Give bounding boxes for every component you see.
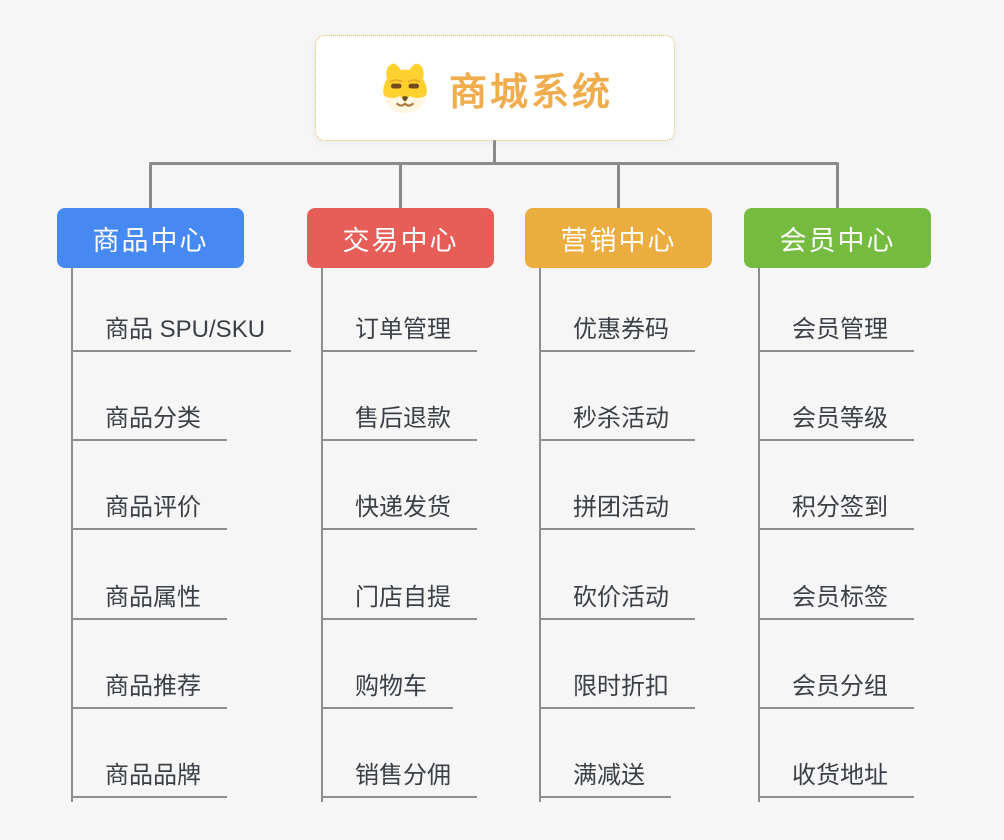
leaf-node-member-4[interactable]: 会员分组 [758,665,914,709]
leaf-node-trade-5[interactable]: 销售分佣 [321,754,477,798]
branch-children-line-product [71,268,73,802]
branch-node-member[interactable]: 会员中心 [744,208,931,268]
leaf-node-member-2[interactable]: 积分签到 [758,486,914,530]
leaf-node-member-5[interactable]: 收货地址 [758,754,914,798]
shiba-dog-icon [377,60,433,116]
branch-node-marketing[interactable]: 营销中心 [525,208,712,268]
leaf-node-marketing-5[interactable]: 满减送 [539,754,671,798]
leaf-node-product-0[interactable]: 商品 SPU/SKU [71,308,292,352]
connector-root-drop [493,140,496,164]
leaf-node-member-1[interactable]: 会员等级 [758,397,914,441]
root-node[interactable]: 商城系统 [315,35,675,141]
branch-node-product[interactable]: 商品中心 [57,208,244,268]
connector-rail [149,162,839,165]
branch-children-line-marketing [539,268,541,802]
leaf-node-trade-4[interactable]: 购物车 [321,665,453,709]
branch-children-line-trade [321,268,323,802]
leaf-node-member-3[interactable]: 会员标签 [758,576,914,620]
leaf-node-product-2[interactable]: 商品评价 [71,486,227,530]
leaf-node-marketing-1[interactable]: 秒杀活动 [539,397,695,441]
leaf-node-product-4[interactable]: 商品推荐 [71,665,227,709]
branch-node-trade[interactable]: 交易中心 [307,208,494,268]
leaf-node-product-5[interactable]: 商品品牌 [71,754,227,798]
branch-children-line-member [758,268,760,802]
connector-branch-drop-product [149,164,152,210]
leaf-node-product-3[interactable]: 商品属性 [71,576,227,620]
leaf-node-trade-1[interactable]: 售后退款 [321,397,477,441]
connector-branch-drop-member [836,164,839,210]
leaf-node-marketing-4[interactable]: 限时折扣 [539,665,695,709]
root-title: 商城系统 [448,71,613,114]
leaf-node-trade-2[interactable]: 快递发货 [321,486,477,530]
leaf-node-trade-0[interactable]: 订单管理 [321,308,477,352]
leaf-node-trade-3[interactable]: 门店自提 [321,576,477,620]
leaf-node-product-1[interactable]: 商品分类 [71,397,227,441]
connector-branch-drop-marketing [617,164,620,210]
leaf-node-marketing-2[interactable]: 拼团活动 [539,486,695,530]
leaf-node-marketing-0[interactable]: 优惠券码 [539,308,695,352]
leaf-node-member-0[interactable]: 会员管理 [758,308,914,352]
leaf-node-marketing-3[interactable]: 砍价活动 [539,576,695,620]
connector-branch-drop-trade [399,164,402,210]
